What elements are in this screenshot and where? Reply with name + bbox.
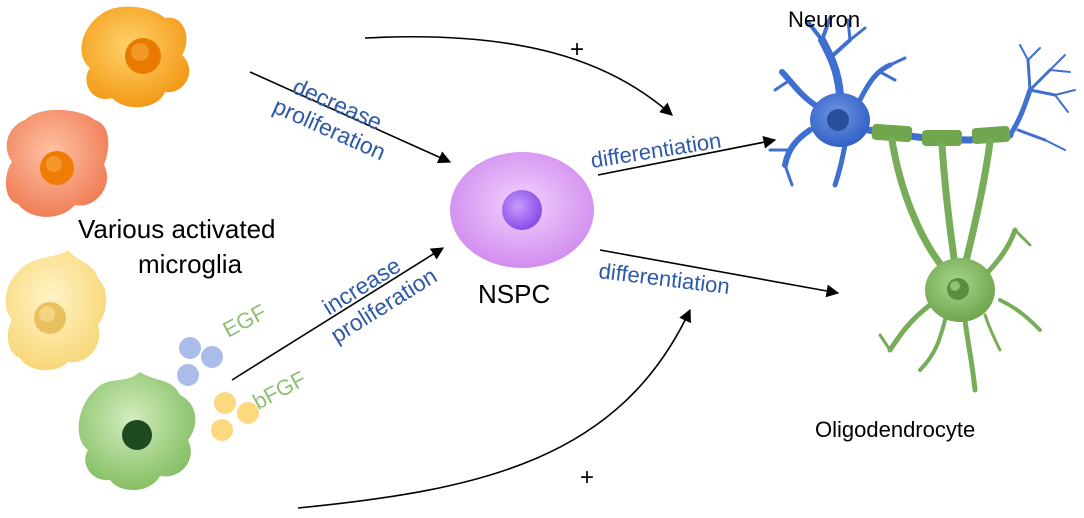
neuron-label: Neuron bbox=[788, 7, 860, 32]
nspc-label: NSPC bbox=[478, 279, 550, 309]
arrow-plus-top bbox=[364, 35, 673, 116]
microglia-nucleus bbox=[122, 420, 152, 450]
svg-text:microglia: microglia bbox=[138, 249, 243, 279]
arrow-increase bbox=[231, 247, 445, 381]
oligodendrocyte-cell bbox=[878, 136, 1042, 393]
neuron-nucleus bbox=[827, 109, 849, 131]
myelin-sheaths bbox=[871, 123, 1011, 146]
plus-bottom-label: + bbox=[580, 464, 594, 491]
microglia-yellow bbox=[5, 250, 107, 371]
neuron-cell bbox=[768, 16, 1076, 188]
decrease-label: decrease proliferation bbox=[269, 73, 389, 165]
oligodendrocyte-label: Oligodendrocyte bbox=[815, 417, 975, 442]
nspc-cell bbox=[450, 152, 594, 268]
svg-text:Various activated: Various activated bbox=[78, 214, 276, 244]
differentiation-top-label: differentiation bbox=[589, 128, 723, 173]
egf-label: EGF bbox=[219, 299, 271, 342]
arrow-differentiation-bottom bbox=[599, 249, 840, 298]
microglia-group-label: Various activated microglia bbox=[78, 214, 276, 279]
plus-top-label: + bbox=[570, 36, 584, 63]
arrow-decrease bbox=[249, 71, 452, 164]
bfgf-dots bbox=[211, 392, 259, 441]
arrow-differentiation-top bbox=[597, 135, 777, 176]
microglia-green bbox=[78, 372, 196, 491]
bfgf-label: bFGF bbox=[249, 366, 310, 414]
increase-label: increase proliferation bbox=[318, 252, 442, 348]
microglia-orange bbox=[81, 6, 190, 108]
egf-dots bbox=[177, 337, 223, 386]
arrow-plus-bottom bbox=[297, 308, 691, 509]
nspc-nucleus bbox=[502, 190, 542, 230]
arrows bbox=[231, 35, 840, 509]
microglia-salmon bbox=[5, 109, 109, 217]
differentiation-bottom-label: differentiation bbox=[597, 258, 731, 299]
